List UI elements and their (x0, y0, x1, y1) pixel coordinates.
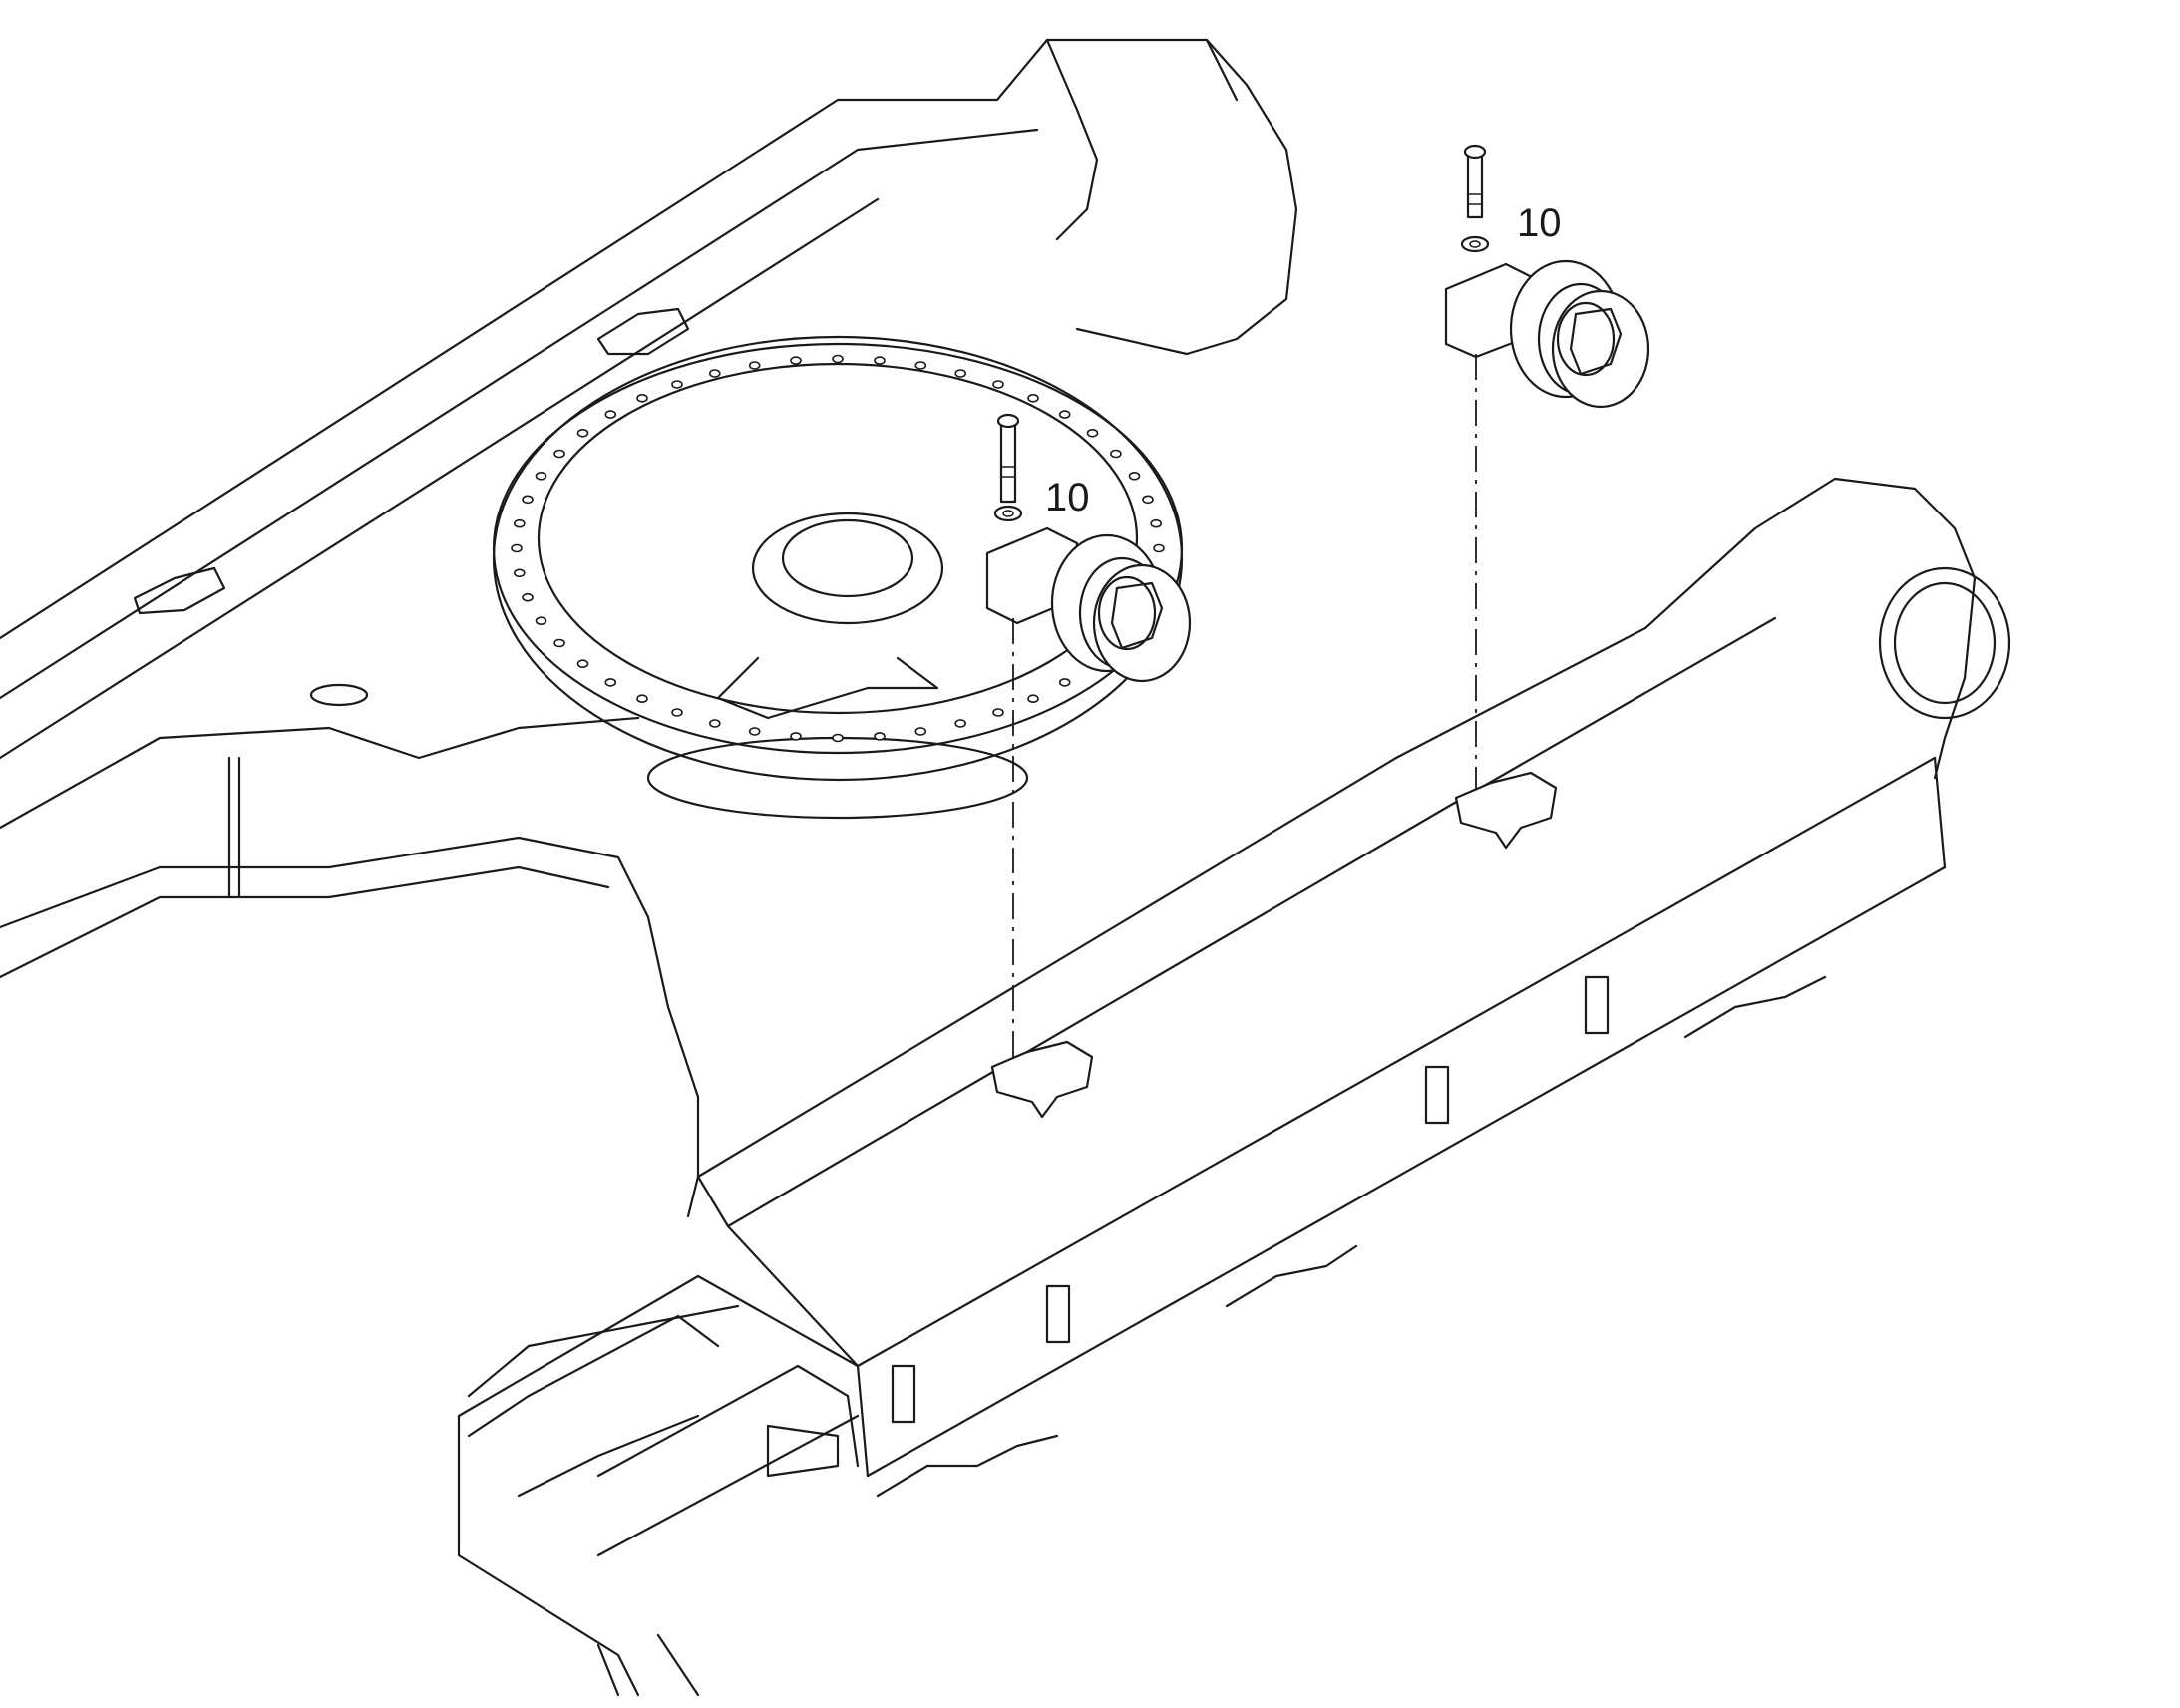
ring-bolt-hole (954, 719, 967, 728)
ring-bolt-hole (832, 733, 844, 743)
ring-bolt-hole (790, 356, 802, 365)
ring-bolt-hole (1153, 543, 1165, 553)
ring-bolt-hole (604, 678, 617, 687)
ring-bolt-hole (1110, 449, 1122, 459)
ring-bolt-hole (1128, 471, 1141, 481)
ring-bolt-hole (1027, 393, 1039, 403)
carrier-roller-right (1444, 144, 1650, 409)
ring-bolt-hole (1058, 678, 1071, 687)
ring-bolt-hole (522, 592, 534, 602)
ring-bolt-hole (636, 694, 648, 704)
ring-bolt-hole (954, 369, 967, 378)
ring-bolt-hole (708, 369, 721, 378)
track-frame (696, 477, 2011, 1498)
ring-bolt-hole (874, 732, 886, 741)
callout-label-left: 10 (1045, 476, 1090, 519)
ring-bolt-hole (914, 361, 927, 370)
ring-bolt-hole (748, 361, 761, 370)
ring-bolt-hole (832, 354, 844, 364)
ring-bolt-hole (535, 471, 547, 481)
swing-ring (492, 335, 1184, 820)
ring-bolt-hole (914, 727, 927, 736)
ring-bolt-hole (522, 495, 534, 505)
ring-bolt-hole (1058, 410, 1071, 419)
ring-bolt-hole (576, 659, 589, 669)
roller-brackets (990, 771, 1558, 1119)
ring-bolt-hole (1150, 518, 1162, 528)
ring-bolt-hole (708, 719, 721, 728)
ring-bolt-hole (748, 727, 761, 736)
ring-bolt-hole (671, 708, 683, 717)
ring-bolt-hole (671, 380, 683, 389)
ring-bolt-hole (1086, 428, 1099, 438)
ring-bolt-hole (513, 518, 526, 528)
ring-bolt-hole (511, 543, 523, 553)
ring-bolt-hole (553, 449, 565, 459)
callout-label-right: 10 (1517, 201, 1562, 245)
ring-bolt-hole (535, 616, 547, 626)
ring-bolt-hole (553, 638, 565, 648)
ring-bolt-hole (874, 356, 886, 365)
car-body-frame (0, 38, 1298, 1218)
ring-bolt-hole (790, 732, 802, 741)
ring-bolt-hole (636, 393, 648, 403)
assembly-lines (1012, 354, 1477, 1062)
ring-bolt-hole (992, 708, 1004, 717)
ring-bolt-hole (513, 568, 526, 578)
ring-bolt-hole (604, 410, 617, 419)
ring-bolt-hole (1142, 495, 1154, 505)
ring-bolt-hole (992, 380, 1004, 389)
carrier-roller-left (985, 413, 1192, 683)
ring-bolt-hole (1027, 694, 1039, 704)
ring-bolt-hole (576, 428, 589, 438)
front-end-assembly (457, 1274, 860, 1697)
